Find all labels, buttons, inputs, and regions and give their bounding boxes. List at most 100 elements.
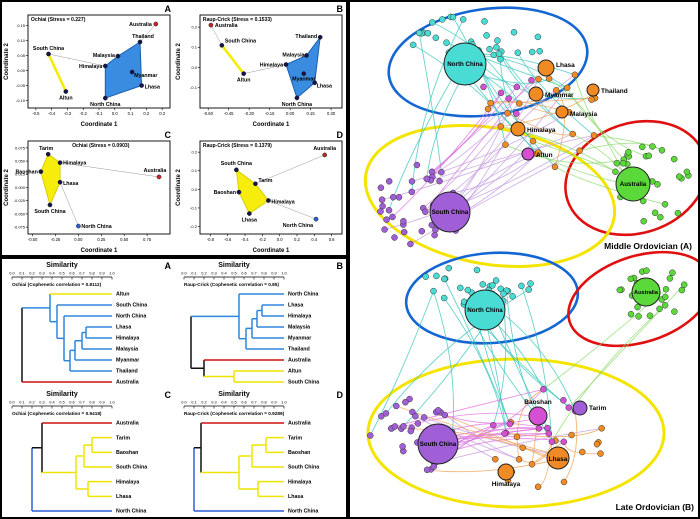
lhasa-hub xyxy=(546,446,570,470)
lhasa-point xyxy=(57,179,63,185)
baoshan-point xyxy=(236,189,242,195)
network-edge xyxy=(422,126,502,209)
svg-text:-0.1: -0.1 xyxy=(190,85,198,90)
magenta-node xyxy=(480,83,487,91)
purple-node xyxy=(393,402,400,410)
svg-text:-0.2: -0.2 xyxy=(190,224,198,229)
green-node xyxy=(634,303,641,311)
link-line xyxy=(60,162,160,178)
cyan-node xyxy=(459,16,467,23)
baoshan-taxon-label: Baoshan xyxy=(288,450,310,456)
cyan-node xyxy=(525,286,532,293)
south-china-label: South China xyxy=(34,209,65,215)
cyan-node xyxy=(430,287,437,295)
network-edge xyxy=(410,150,580,245)
myanmar-point xyxy=(301,71,307,76)
svg-text:0.1: 0.1 xyxy=(19,400,24,405)
svg-text:-0.10: -0.10 xyxy=(16,98,26,103)
svg-text:0.8: 0.8 xyxy=(261,271,266,276)
similarity-axis-title: Similarity xyxy=(46,262,78,269)
magenta-node xyxy=(565,404,573,411)
svg-text:1.0: 1.0 xyxy=(109,271,115,276)
cyan-node xyxy=(492,277,500,284)
green-node xyxy=(680,281,688,288)
link-line xyxy=(139,23,156,43)
purple-node xyxy=(385,207,393,214)
svg-text:0.4: 0.4 xyxy=(311,237,317,242)
svg-text:0.4: 0.4 xyxy=(221,400,227,405)
australia-hub xyxy=(615,166,651,202)
panel-letter: B xyxy=(337,4,344,14)
australia-taxon-label: Australia xyxy=(116,380,139,386)
orange-node xyxy=(484,105,492,113)
svg-text:0.1: 0.1 xyxy=(191,168,197,173)
north-china-hub xyxy=(443,42,487,86)
green-node xyxy=(662,286,670,293)
svg-text:0.3: 0.3 xyxy=(39,400,44,405)
svg-text:0.050: 0.050 xyxy=(15,158,26,163)
myanmar-point xyxy=(129,69,135,75)
north-china-point xyxy=(294,95,300,101)
green-node xyxy=(646,312,654,319)
malaysia-point xyxy=(304,53,309,58)
cyan-node xyxy=(439,16,446,23)
green-node xyxy=(674,209,682,217)
thailand-point xyxy=(317,34,323,40)
svg-text:0.5: 0.5 xyxy=(59,271,64,276)
svg-text:0.25: 0.25 xyxy=(97,237,106,242)
south-china-label: South China xyxy=(221,161,252,167)
green-node xyxy=(662,293,669,301)
group-ellipse xyxy=(567,250,698,348)
purple-node xyxy=(400,423,407,430)
purple-node xyxy=(400,228,408,236)
cophenetic-label: Raup-Crick (Cophenetic correlation = 0.8… xyxy=(184,282,279,287)
link-line xyxy=(243,64,287,74)
network-edge xyxy=(403,412,539,427)
green-node xyxy=(619,160,627,167)
green-node xyxy=(639,143,646,151)
magenta-node xyxy=(545,430,553,437)
cyan-node xyxy=(457,284,464,292)
svg-text:0.8: 0.8 xyxy=(89,400,94,405)
svg-text:0.8: 0.8 xyxy=(261,400,266,405)
purple-node xyxy=(418,227,426,235)
svg-text:-0.025: -0.025 xyxy=(14,198,26,203)
lhasa-label: Lhasa xyxy=(317,84,332,90)
green-node xyxy=(616,286,624,294)
south-china-point xyxy=(234,167,239,173)
purple-node xyxy=(407,240,414,248)
purple-node xyxy=(413,161,421,169)
thailand-label: Thailand xyxy=(132,34,154,40)
purple-node xyxy=(377,184,385,191)
green-node xyxy=(669,269,676,276)
network-edge xyxy=(500,92,595,127)
lhasa-point xyxy=(312,80,318,86)
baoshan-label: Baoshan xyxy=(15,170,37,176)
group-ellipse xyxy=(387,6,589,118)
australia-point xyxy=(208,22,214,28)
magenta-node xyxy=(497,89,505,97)
similarity-axis-title: Similarity xyxy=(218,262,250,269)
himalaya-taxon-label: Himalaya xyxy=(288,479,311,485)
purple-node xyxy=(420,414,428,421)
network-edge xyxy=(518,441,553,463)
panel-letter: C xyxy=(165,390,172,400)
malaysia-point xyxy=(115,53,121,59)
thailand-hub xyxy=(586,83,600,97)
baoshan-label: Baoshan xyxy=(214,190,236,196)
svg-text:0.4: 0.4 xyxy=(49,271,55,276)
thailand-hub-label: Thailand xyxy=(601,88,628,95)
magenta-node xyxy=(560,397,567,404)
cyan-node xyxy=(481,18,488,25)
lhasa-taxon-label: Lhasa xyxy=(116,494,131,500)
cyan-node xyxy=(449,13,457,21)
network-edge xyxy=(579,142,663,152)
baoshan-taxon-label: Baoshan xyxy=(116,450,138,456)
orange-node xyxy=(515,456,523,463)
himalaya-taxon-label: Himalaya xyxy=(116,336,139,342)
svg-text:0.6: 0.6 xyxy=(69,271,74,276)
svg-text:0.4: 0.4 xyxy=(49,400,55,405)
magenta-node xyxy=(506,420,514,428)
